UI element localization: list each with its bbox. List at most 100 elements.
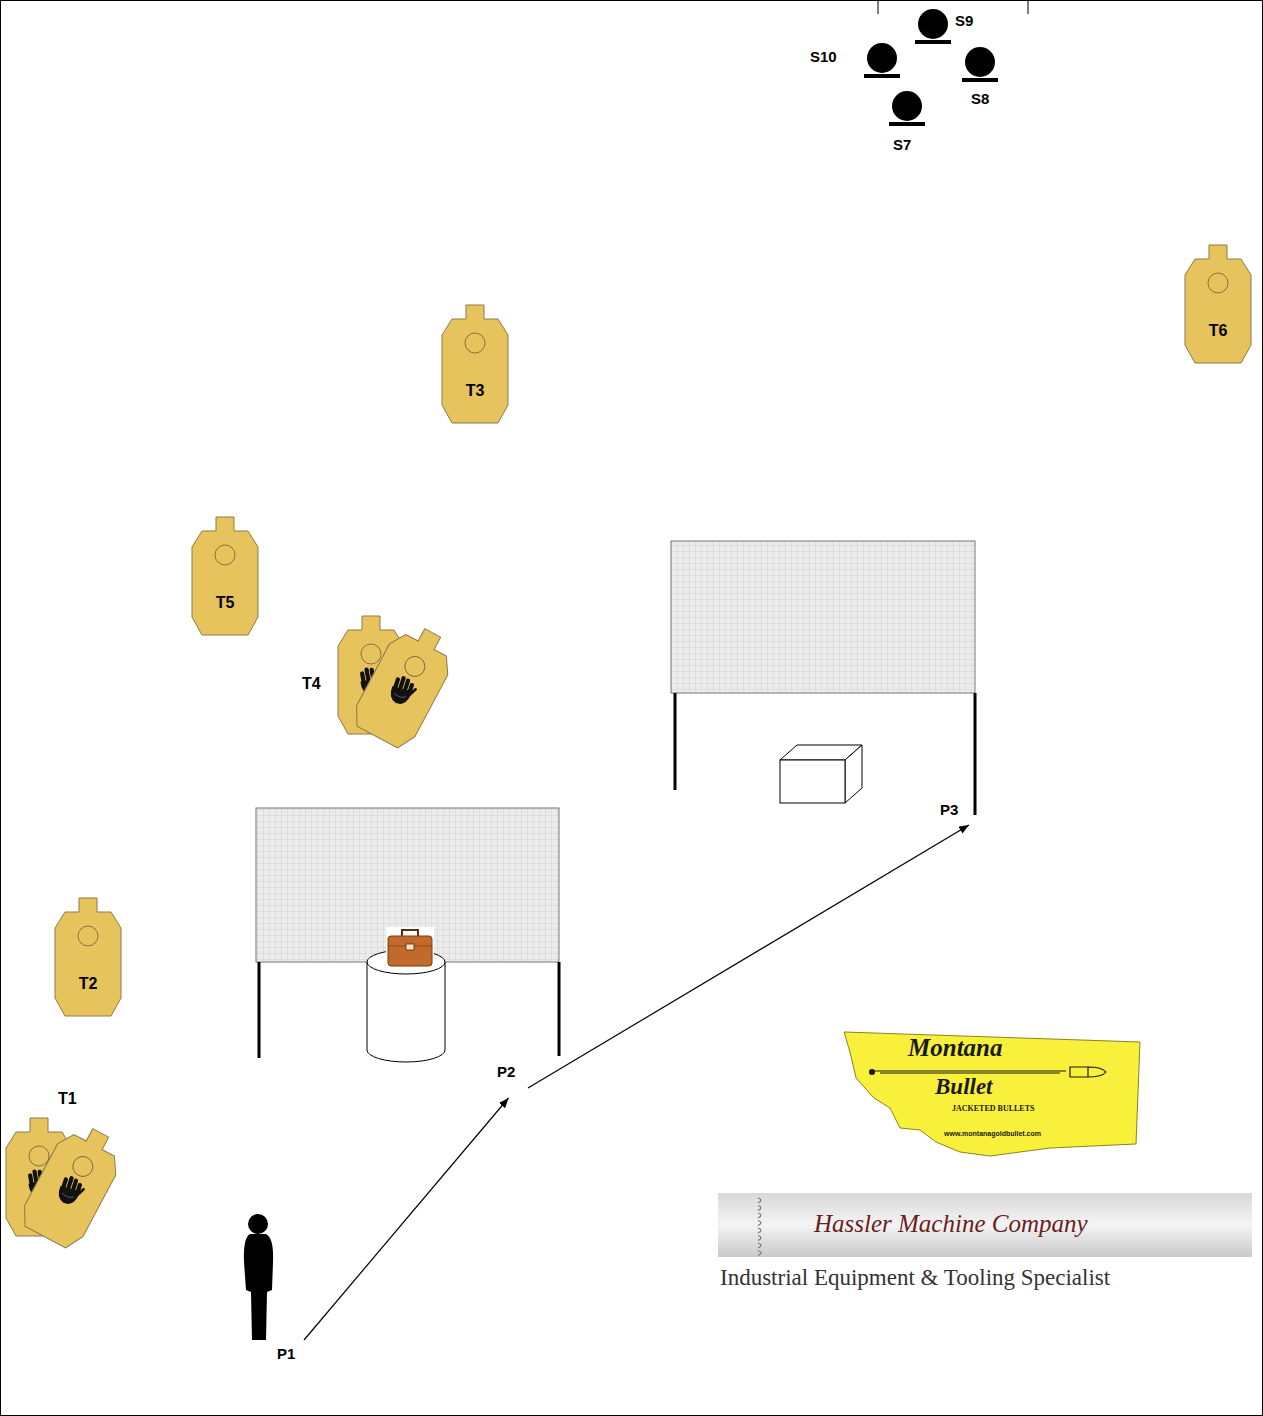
stage-label: P2 [497, 1063, 515, 1080]
stage-label: S8 [971, 90, 989, 107]
node-shape [0, 1090, 140, 1250]
target-head-ring [78, 926, 98, 946]
briefcase-ground [386, 927, 434, 969]
steel-plate-base [962, 78, 998, 82]
briefcase [388, 936, 432, 966]
stage-label: T2 [55, 975, 121, 993]
target [55, 898, 121, 1016]
stage-label: T1 [58, 1090, 77, 1108]
logo-text: Montana [908, 1034, 1002, 1063]
steel-plate-face [892, 91, 922, 121]
position-marker: P3 [938, 800, 961, 820]
stage-label: P1 [277, 1345, 295, 1362]
logo-bullet [1070, 1067, 1106, 1077]
hand-shade [62, 1193, 74, 1199]
box-side [845, 745, 862, 803]
briefcase-handle [402, 930, 418, 936]
target [16, 1117, 130, 1252]
paper-target: T3 [442, 305, 508, 423]
node-shape [442, 305, 508, 423]
shooter-body [244, 1234, 273, 1340]
node-shape [300, 612, 460, 746]
target [348, 617, 462, 752]
stage-label: T6 [1185, 322, 1251, 340]
stage-label: S10 [810, 48, 837, 65]
steel-plate-face [918, 9, 948, 39]
target-head-ring [1208, 273, 1228, 293]
target [1185, 245, 1251, 363]
target-body [55, 898, 121, 1016]
wall-leg [675, 693, 975, 815]
stage-label: S7 [893, 136, 911, 153]
box-front [780, 760, 845, 803]
target [192, 517, 258, 635]
binding-ring [758, 1206, 761, 1211]
target-head-ring [401, 653, 428, 680]
mesh-wall [671, 541, 975, 693]
binding-ring [758, 1221, 761, 1226]
briefcase-clasp [406, 944, 414, 950]
target-head-ring [69, 1153, 96, 1180]
banner-binding [758, 1198, 761, 1256]
hand-shade [394, 693, 406, 699]
logo-text: JACKETED BULLETS [952, 1104, 1034, 1113]
logo-rule [874, 1071, 1066, 1073]
hand-palm [56, 1181, 85, 1208]
node-shape [192, 517, 258, 635]
paper-target: T6 [1185, 245, 1251, 363]
binding-ring [758, 1236, 761, 1241]
hand-palm [388, 681, 417, 708]
stage-label: T5 [192, 594, 258, 612]
target-head-ring [215, 545, 235, 565]
banner-ground [718, 1193, 1252, 1257]
barrel [367, 962, 445, 1062]
paper-target: T2 [55, 898, 121, 1016]
logo-text: Industrial Equipment & Tooling Specialis… [720, 1265, 1110, 1291]
stage-label: P3 [940, 801, 958, 818]
sponsor-banner: Hassler Machine CompanyIndustrial Equipm… [718, 1193, 1253, 1293]
position-marker: P2 [495, 1062, 518, 1082]
node-shape [912, 8, 988, 48]
target-body [1185, 245, 1251, 363]
no-shoot-target: T1 [0, 1090, 140, 1250]
no-shoot-hand [56, 1174, 88, 1208]
no-shoot-hand [388, 674, 420, 708]
steel-plate: S9 [912, 8, 988, 48]
target-head-ring [29, 1146, 49, 1166]
steel-plate-base [915, 40, 951, 44]
montana-outline [844, 1032, 1140, 1156]
node-shape [55, 898, 121, 1016]
logo-text: Bullet [935, 1074, 993, 1100]
steel-plate-face [867, 43, 897, 73]
binding-ring [758, 1213, 761, 1218]
binding-ring [758, 1228, 761, 1233]
frame-tick [878, 0, 1028, 14]
target [442, 305, 508, 423]
target-head-ring [361, 644, 381, 664]
steel-plate-base [864, 74, 900, 78]
steel-plate-base [889, 122, 925, 126]
target-body [348, 617, 462, 752]
logo-text: www.montanagoldbullet.com [944, 1130, 1041, 1138]
target-head-ring [465, 333, 485, 353]
steel-plate: S7 [880, 88, 934, 160]
binding-ring [758, 1198, 761, 1203]
sponsor-logo: MontanaBulletJACKETED BULLETS www.montana… [840, 1032, 1142, 1158]
stage-label: S9 [955, 12, 973, 29]
binding-ring [758, 1243, 761, 1248]
steel-plate: S10 [806, 40, 906, 80]
target-body [16, 1117, 130, 1252]
node-shape [1185, 245, 1251, 363]
binding-ring [758, 1251, 761, 1256]
paper-target: T5 [192, 517, 258, 635]
target-body [442, 305, 508, 423]
steel-plate-face [965, 47, 995, 77]
logo-dot [869, 1069, 875, 1075]
position-marker: P1 [275, 1344, 298, 1364]
target-body [192, 517, 258, 635]
movement-arrow [304, 1098, 509, 1340]
logo-text: Hassler Machine Company [814, 1210, 1088, 1239]
shooter-head [248, 1214, 268, 1234]
